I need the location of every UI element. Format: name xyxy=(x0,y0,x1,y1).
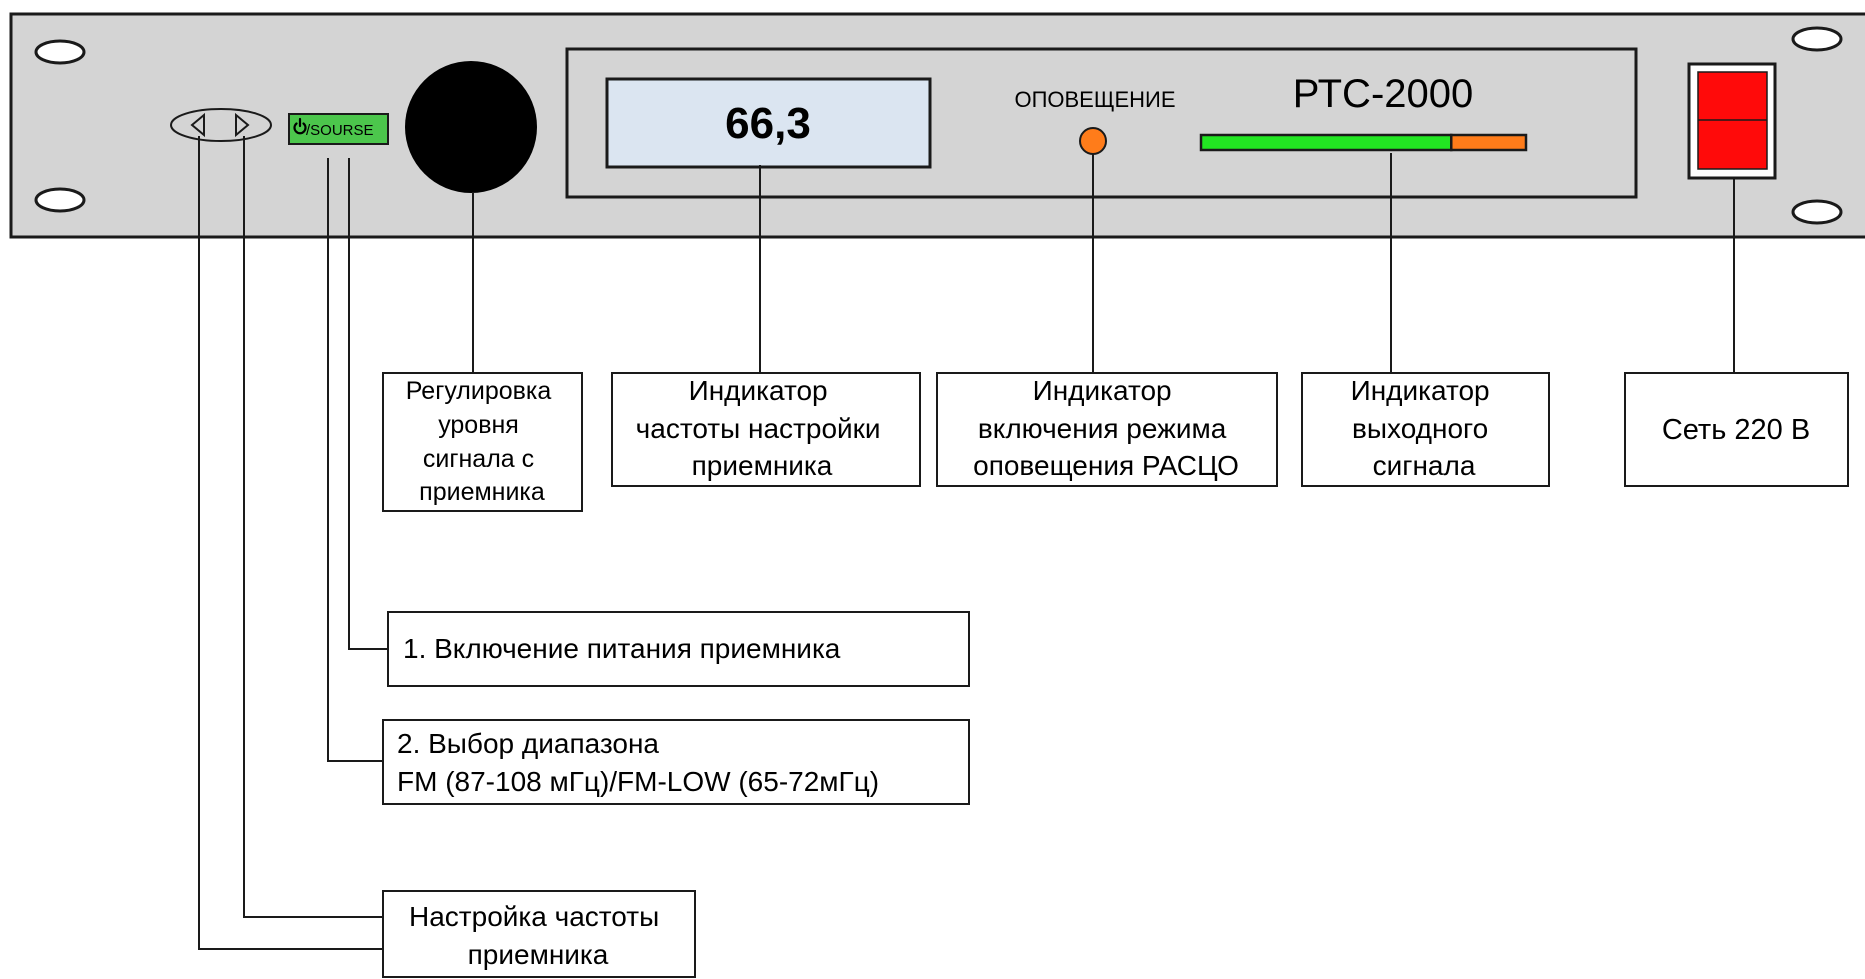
callout-volume-line: приемника xyxy=(419,478,545,506)
callout-volume-box xyxy=(382,372,583,512)
alert-label: ОПОВЕЩЕНИЕ xyxy=(1014,87,1175,112)
callout-band-line: 2. Выбор диапазона xyxy=(397,728,659,759)
callout-frequency-indicator: Индикатор частоты настройки приемника xyxy=(611,372,921,487)
tune-up-arrow-icon[interactable] xyxy=(235,112,250,138)
meter-level-green xyxy=(1199,133,1453,152)
callout-output-indicator: Индикатор выходного сигнала xyxy=(1301,372,1550,487)
callout-frequency-line: приемника xyxy=(692,450,833,481)
mount-hole-top-left xyxy=(34,39,86,65)
power-icon xyxy=(293,117,307,135)
callout-alert-line: Индикатор xyxy=(1033,375,1172,406)
callout-alert-line: оповещения РАСЦО xyxy=(973,450,1239,481)
callout-tuning-text: Настройка частоты приемника xyxy=(409,901,667,970)
meter-level-orange xyxy=(1450,133,1528,152)
callout-alert-indicator: Индикатор включения режима оповещения РА… xyxy=(936,372,1278,487)
callout-power-box xyxy=(387,611,970,687)
callout-volume: Регулировка уровня сигнала с приемника xyxy=(382,372,583,512)
callout-output-line: выходного xyxy=(1352,413,1488,444)
volume-knob[interactable] xyxy=(405,61,537,193)
callout-output-line: сигнала xyxy=(1373,450,1476,481)
callout-output-line: Индикатор xyxy=(1351,375,1490,406)
tune-down-arrow-icon[interactable] xyxy=(190,112,205,138)
callout-alert-box xyxy=(936,372,1278,487)
callout-alert-line: включения режима xyxy=(978,413,1227,444)
callout-tuning-line: Настройка частоты xyxy=(409,901,659,932)
leader-tune-up xyxy=(243,136,383,918)
callout-volume-line: сигнала с xyxy=(423,445,534,473)
callout-power-text: 1. Включение питания приемника xyxy=(403,633,841,664)
callout-frequency-line: частоты настройки xyxy=(636,413,881,444)
callout-frequency-text: Индикатор частоты настройки приемника xyxy=(636,375,889,481)
callout-mains-box xyxy=(1624,372,1849,487)
callout-alert-text: Индикатор включения режима оповещения РА… xyxy=(973,375,1239,481)
leader-lines xyxy=(198,136,1735,950)
frequency-display xyxy=(605,77,932,169)
callout-band-box xyxy=(382,719,970,805)
callout-power: 1. Включение питания приемника xyxy=(387,611,970,687)
callout-tuning: Настройка частоты приемника xyxy=(382,890,696,978)
callout-mains: Сеть 220 В xyxy=(1624,372,1849,487)
source-button-label: /SOURSE xyxy=(306,122,374,139)
leader-power xyxy=(348,158,388,650)
callout-band-line: FM (87-108 мГц)/FM-LOW (65-72мГц) xyxy=(397,766,879,797)
callout-band-text: 2. Выбор диапазона FM (87-108 мГц)/FM-LO… xyxy=(397,728,879,797)
callout-frequency-box xyxy=(611,372,921,487)
callout-volume-line: Регулировка xyxy=(406,377,552,405)
callout-band: 2. Выбор диапазона FM (87-108 мГц)/FM-LO… xyxy=(382,719,970,805)
mount-hole-bottom-left xyxy=(34,187,86,213)
mount-hole-bottom-right xyxy=(1791,199,1843,225)
callout-tuning-line: приемника xyxy=(468,939,609,970)
callout-mains-text: Сеть 220 В xyxy=(1662,414,1810,446)
mount-hole-top-right xyxy=(1791,26,1843,52)
display-bezel xyxy=(565,47,1638,199)
leader-tune-down xyxy=(198,136,383,950)
callout-output-text: Индикатор выходного сигнала xyxy=(1351,375,1498,481)
leader-band xyxy=(327,158,383,762)
callout-output-box xyxy=(1301,372,1550,487)
callout-volume-text: Регулировка уровня сигнала с приемника xyxy=(406,377,559,506)
callout-tuning-box xyxy=(382,890,696,978)
callout-volume-line: уровня xyxy=(438,411,519,439)
front-panel: /SOURSE 66,3 ОПОВЕЩЕНИЕ РТС-2000 xyxy=(9,12,1865,239)
callout-frequency-line: Индикатор xyxy=(689,375,828,406)
model-name: РТС-2000 xyxy=(1293,72,1474,116)
power-source-button[interactable]: /SOURSE xyxy=(288,113,389,145)
tuning-buttons[interactable] xyxy=(170,108,272,142)
tuning-buttons-frame xyxy=(170,108,272,142)
frequency-readout: 66,3 xyxy=(725,99,811,148)
output-level-meter xyxy=(1199,133,1528,152)
alert-led xyxy=(1079,127,1107,155)
